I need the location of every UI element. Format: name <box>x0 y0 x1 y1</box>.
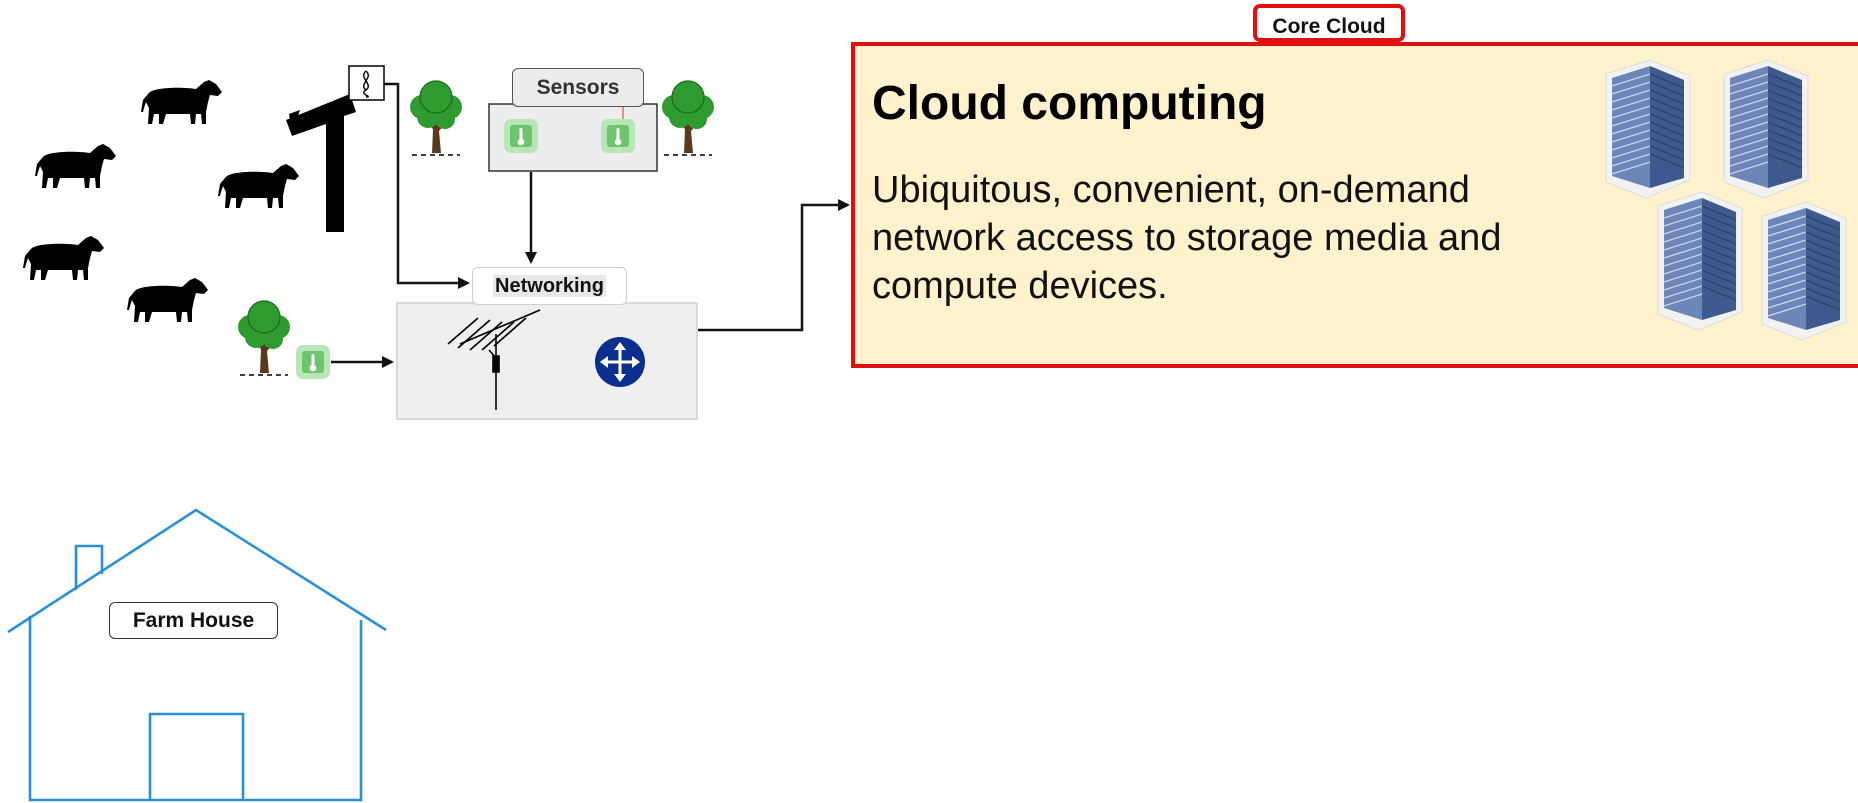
house-icon <box>7 508 387 802</box>
sensors-label: Sensors <box>512 68 644 107</box>
networking-container <box>396 302 698 420</box>
weather-station-icon <box>286 65 385 232</box>
temperature-sensor-icon <box>504 119 538 153</box>
router-icon <box>595 337 645 387</box>
cloud-title: Cloud computing <box>872 77 1267 130</box>
server-rack-icon <box>1723 59 1809 199</box>
server-rack-icon <box>1761 201 1847 341</box>
cow-icon <box>35 144 116 188</box>
networking-to-cloud-arrow <box>698 199 850 332</box>
server-cluster <box>1605 59 1847 341</box>
tree-icon <box>237 300 291 376</box>
farm-house-label: Farm House <box>109 602 278 639</box>
cow-icon <box>23 236 104 280</box>
core-cloud-label: Core Cloud <box>1253 4 1405 42</box>
server-rack-icon <box>1657 191 1743 331</box>
temperature-sensor-icon <box>296 345 330 379</box>
networking-label: Networking <box>472 267 627 305</box>
cow-icon <box>127 278 208 322</box>
tree-icon <box>409 80 463 156</box>
tree-icon <box>661 80 715 156</box>
cow-icon <box>141 80 222 124</box>
cloud-description: Ubiquitous, convenient, on-demand networ… <box>872 169 1502 307</box>
antenna-icon <box>447 309 541 410</box>
server-rack-icon <box>1605 59 1691 199</box>
weather-to-networking-arrow <box>384 82 470 289</box>
networking-label-text: Networking <box>493 275 606 297</box>
temperature-sensor-icon <box>601 119 635 153</box>
cow-icon <box>218 164 299 208</box>
